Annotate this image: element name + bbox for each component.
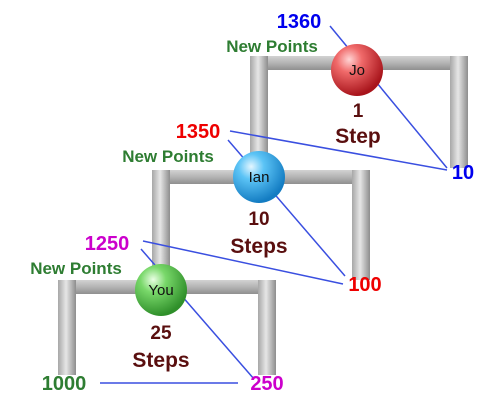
steps-word-jo: Step (335, 125, 381, 148)
player-ian: Ian (233, 151, 285, 203)
player-name-you: You (148, 282, 173, 299)
new-points-label-ian: New Points (122, 147, 214, 166)
new-points-label-jo: New Points (226, 37, 318, 56)
bonus-jo: 10 (452, 162, 474, 184)
steps-word-ian: Steps (230, 235, 287, 258)
bonus-you: 250 (250, 373, 283, 395)
steps-number-ian: 10 (248, 209, 269, 230)
steps-number-you: 25 (150, 323, 172, 344)
player-jo: Jo (331, 44, 383, 96)
steps-word-you: Steps (132, 349, 189, 372)
score-ian: 1350 (176, 121, 221, 143)
line-ian-score-to-jo-bonus (229, 130, 448, 171)
green-ball (135, 264, 187, 316)
new-points-label-you: New Points (30, 259, 122, 278)
steps-number-jo: 1 (353, 101, 364, 122)
start-score: 1000 (42, 373, 87, 395)
red-ball (331, 44, 383, 96)
blue-ball (233, 151, 285, 203)
player-you: You (135, 264, 187, 316)
line-you-score-to-ian-bonus (142, 240, 344, 285)
bonus-ian: 100 (348, 274, 381, 296)
player-name-jo: Jo (349, 62, 365, 79)
score-you: 1250 (85, 233, 130, 255)
player-name-ian: Ian (249, 169, 270, 186)
platform-jo (250, 56, 468, 168)
score-jo: 1360 (277, 11, 322, 33)
